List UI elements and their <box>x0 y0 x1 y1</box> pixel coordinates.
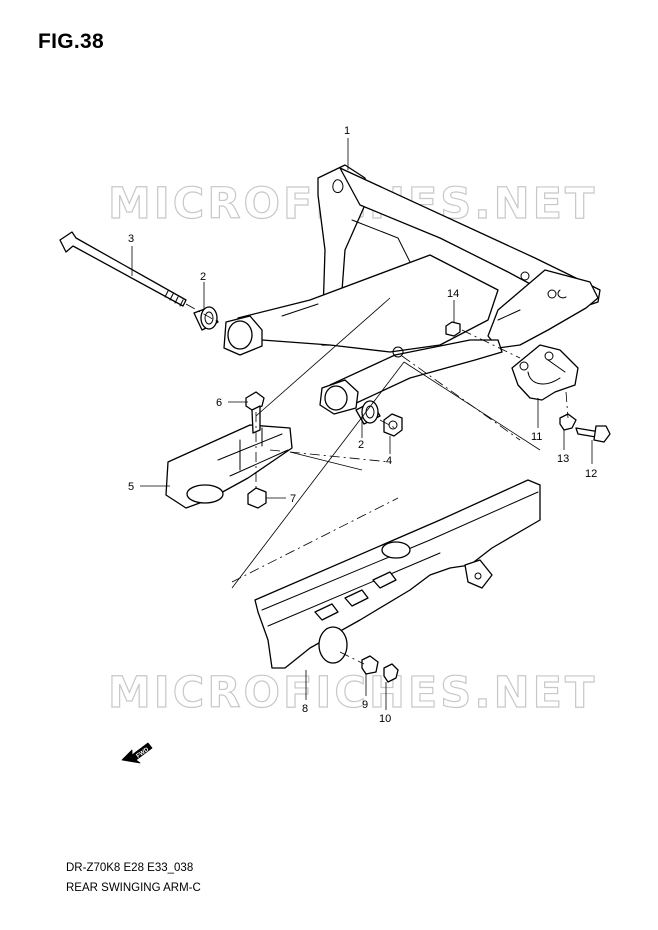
callout-13: 13 <box>557 453 569 465</box>
chain-buffer-part <box>165 424 293 509</box>
swing-arm-part <box>223 164 601 415</box>
callouts: 1 2 3 2 4 5 6 7 8 9 10 11 13 12 14 <box>128 125 597 725</box>
callout-1: 1 <box>344 125 350 137</box>
case-bolt-part <box>383 663 399 683</box>
callout-8: 8 <box>302 703 308 715</box>
figure-label: FIG.38 <box>38 30 104 53</box>
callout-14: 14 <box>447 288 459 300</box>
bushing-upper-part <box>193 306 219 331</box>
watermark-bottom: MICROFICHES.NET <box>108 668 597 718</box>
callout-7: 7 <box>290 493 296 505</box>
collar-part <box>361 655 379 675</box>
chain-guide-part <box>511 344 579 401</box>
frame-nut-part <box>445 321 461 337</box>
callout-11: 11 <box>531 431 542 443</box>
chain-case-part <box>254 479 541 669</box>
model-code: DR-Z70K8 E28 E33_038 <box>66 862 194 874</box>
diagram-caption: REAR SWINGING ARM-C <box>66 882 201 894</box>
buffer-nut-part <box>247 487 267 509</box>
pivot-nut-part <box>383 413 403 437</box>
callout-leaders <box>131 138 593 710</box>
callout-12: 12 <box>585 468 597 480</box>
callout-2-upper: 2 <box>200 271 206 283</box>
callout-5: 5 <box>128 481 134 493</box>
pivot-bolt-part <box>59 231 187 307</box>
callout-10: 10 <box>379 713 391 725</box>
reference-lines <box>231 297 541 589</box>
forward-arrow-icon: FWD <box>121 742 153 764</box>
callout-3: 3 <box>128 233 134 245</box>
guide-bolt-part <box>575 425 611 443</box>
callout-2-lower: 2 <box>358 439 364 451</box>
callout-4: 4 <box>386 455 392 467</box>
callout-6: 6 <box>216 397 222 409</box>
callout-9: 9 <box>362 699 368 711</box>
